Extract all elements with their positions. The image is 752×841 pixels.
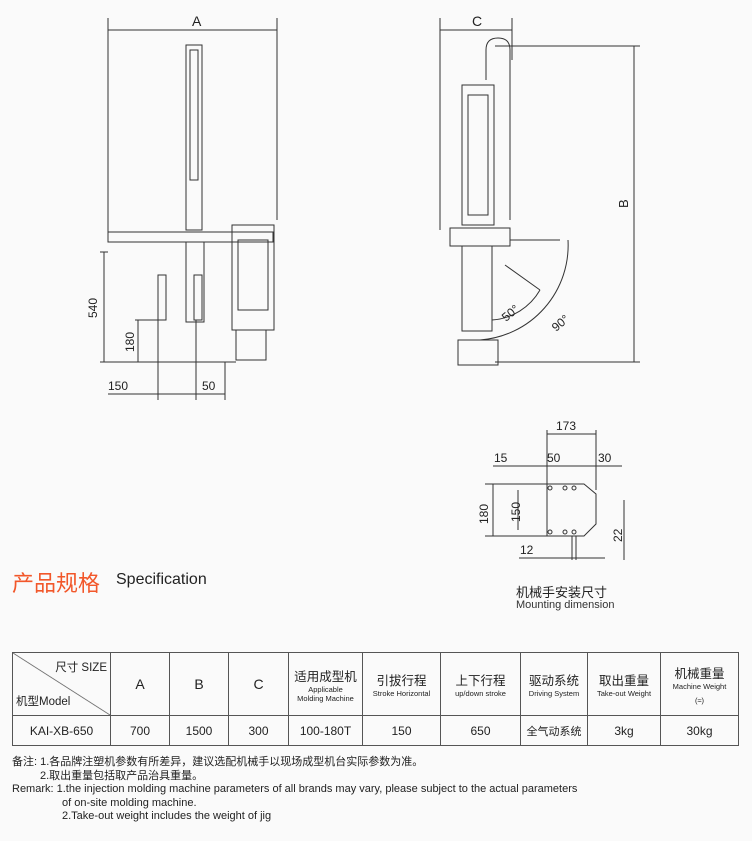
header-en: Take-out Weight: [596, 689, 652, 698]
angle-90-label: 90°: [549, 312, 572, 335]
header-en: Driving System: [528, 689, 580, 698]
header-b: B: [169, 652, 229, 716]
section-title-cn: 产品规格: [12, 571, 101, 596]
header-en: Stroke Horizontal: [372, 689, 431, 698]
technical-drawing: A 540 180 150 50 C: [86, 13, 640, 560]
mount-dim-22: 22: [611, 528, 625, 542]
angle-50-label: 50°: [499, 302, 522, 325]
mount-dim-12: 12: [520, 543, 534, 557]
remark-en-1: Remark: 1.the injection molding machine …: [12, 783, 578, 795]
remark-cn-2: 2.取出重量包括取产品治具重量。: [40, 769, 204, 782]
remark-en-2: 2.Take-out weight includes the weight of…: [62, 810, 272, 822]
front-view: A 540 180 150 50: [86, 13, 278, 400]
cell-driving-system: 全气动系统: [520, 715, 588, 746]
remark-cn-1: 备注: 1.各品牌注塑机参数有所差异，建议选配机械手以现场成型机台实际参数为准。: [12, 756, 424, 768]
corner-model-label: 机型Model: [16, 696, 71, 708]
mount-dim-173: 173: [556, 419, 576, 433]
dim-a-label: A: [192, 13, 202, 29]
mount-dim-150: 150: [509, 502, 523, 522]
header-en: up/down stroke: [455, 689, 506, 698]
header-cn: 引拔行程: [376, 674, 427, 688]
header-cn: 机械重量: [674, 667, 725, 681]
cell-c: 300: [228, 715, 289, 746]
corner-size-label: 尺寸 SIZE: [55, 662, 107, 674]
cell-a: 700: [110, 715, 170, 746]
header-cn: 适用成型机: [294, 669, 357, 684]
side-view: C B 50° 90°: [439, 13, 640, 366]
cell-updown-stroke: 650: [440, 715, 521, 746]
mounting-label-en: Mounting dimension: [516, 599, 615, 611]
header-en: Machine Weight: [672, 682, 727, 691]
table-row: KAI-XB-650 700 1500 300 100-180T 150 650…: [12, 715, 739, 746]
mount-dim-30: 30: [598, 451, 612, 465]
header-cn: 取出重量: [598, 674, 649, 688]
cell-stroke-horizontal: 150: [362, 715, 441, 746]
corner-cell: 尺寸 SIZE 机型Model: [12, 652, 111, 716]
cell-machine-weight: 30kg: [660, 715, 739, 746]
remarks: 备注: 1.各品牌注塑机参数有所差异，建议选配机械手以现场成型机台实际参数为准。…: [12, 756, 577, 824]
mounting-label-cn: 机械手安装尺寸: [516, 585, 608, 600]
cell-takeout-weight: 3kg: [587, 715, 661, 746]
header-cn: 上下行程: [455, 674, 506, 688]
mount-dim-15: 15: [494, 451, 508, 465]
section-title-en: Specification: [116, 571, 207, 588]
header-cn: 驱动系统: [528, 674, 579, 688]
header-c: C: [228, 652, 289, 716]
dim-150-label: 150: [108, 379, 128, 393]
dim-c-label: C: [472, 13, 482, 29]
mount-dim-50: 50: [547, 451, 561, 465]
header-en: Applicable Molding Machine: [297, 684, 354, 703]
dim-b-label: B: [616, 199, 631, 208]
mount-dim-180: 180: [477, 504, 491, 524]
cell-molding-machine: 100-180T: [288, 715, 363, 746]
dim-540-label: 540: [86, 298, 100, 318]
dim-50-label: 50: [202, 379, 216, 393]
dim-180-label: 180: [123, 332, 137, 352]
header-a: A: [110, 652, 170, 716]
remark-en-1b: of on-site molding machine.: [62, 796, 197, 809]
header-extra: (≈): [694, 696, 705, 705]
cell-b: 1500: [169, 715, 229, 746]
cell-model: KAI-XB-650: [12, 715, 111, 746]
mounting-dimension-drawing: 173 15 50 30 180 150 22 12: [477, 419, 625, 560]
